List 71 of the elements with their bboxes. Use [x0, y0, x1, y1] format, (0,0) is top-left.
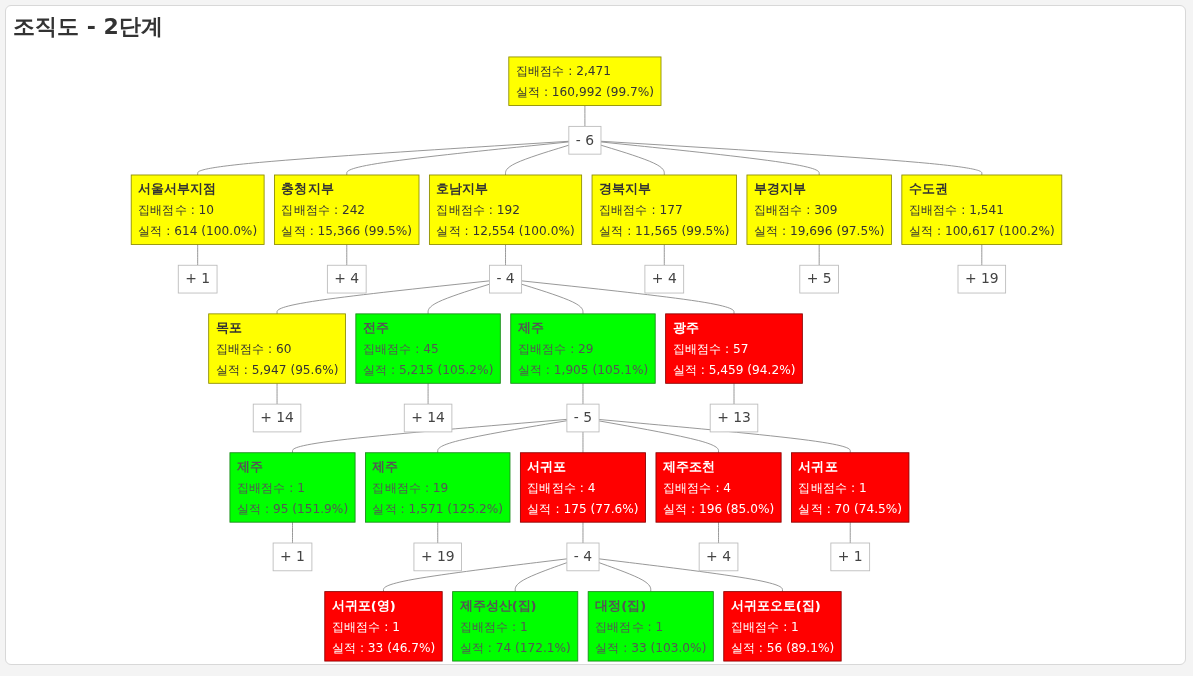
- connector: [437, 521, 439, 544]
- diagram-title: 조직도 - 2단계: [13, 13, 163, 41]
- node-box: + 5: [799, 264, 839, 294]
- connector: [346, 244, 348, 266]
- node-box: - 6: [568, 125, 602, 155]
- node-box: 서귀포 집배점수 : 1 실적 : 70 (74.5%): [791, 452, 910, 523]
- node-box: 제주 집배점수 : 1 실적 : 95 (151.9%): [229, 452, 356, 523]
- connector: [521, 280, 735, 315]
- node-box: 대정(집) 집배점수 : 1 실적 : 33 (103.0%): [587, 591, 714, 662]
- node-box: + 4: [326, 264, 367, 294]
- node-box: 광주 집배점수 : 57 실적 : 5,459 (94.2%): [665, 313, 803, 384]
- node-box: 서귀포 집배점수 : 4 실적 : 175 (77.6%): [519, 452, 646, 523]
- node-box: + 4: [644, 264, 685, 294]
- connector: [197, 244, 199, 266]
- connector: [818, 244, 820, 266]
- node-box: 서울서부지점 집배점수 : 10 실적 : 614 (100.0%): [130, 174, 265, 245]
- node-box: 집배점수 : 2,471 실적 : 160,992 (99.7%): [508, 56, 662, 106]
- node-box: 충청지부 집배점수 : 242 실적 : 15,366 (99.5%): [274, 174, 420, 245]
- node-box: 서귀포오토(집) 집배점수 : 1 실적 : 56 (89.1%): [723, 591, 842, 662]
- node-box: 호남지부 집배점수 : 192 실적 : 12,554 (100.0%): [429, 174, 583, 245]
- connector: [276, 382, 278, 405]
- node-box: 전주 집배점수 : 45 실적 : 5,215 (105.2%): [355, 313, 501, 384]
- connector: [718, 521, 719, 544]
- node-box: + 1: [177, 264, 218, 294]
- node-box: 수도권 집배점수 : 1,541 실적 : 100,617 (100.2%): [901, 174, 1063, 245]
- node-box: 제주조천 집배점수 : 4 실적 : 196 (85.0%): [655, 452, 782, 523]
- connector: [427, 283, 490, 315]
- node-box: 제주 집배점수 : 19 실적 : 1,571 (125.2%): [365, 452, 511, 523]
- connector: [582, 431, 584, 454]
- node-box: + 14: [403, 403, 453, 433]
- connector: [981, 244, 983, 266]
- node-box: + 19: [957, 264, 1007, 294]
- node-box: - 4: [566, 542, 600, 572]
- connector: [584, 105, 586, 127]
- node-box: + 4: [698, 542, 739, 572]
- connector: [197, 140, 570, 176]
- node-box: + 1: [272, 542, 313, 572]
- node-box: 제주 집배점수 : 29 실적 : 1,905 (105.1%): [510, 313, 656, 384]
- connector: [600, 140, 983, 176]
- node-box: - 4: [489, 264, 523, 294]
- connector: [383, 558, 568, 593]
- connector: [598, 419, 851, 454]
- node-box: + 1: [830, 542, 871, 572]
- node-box: 부경지부 집배점수 : 309 실적 : 19,696 (97.5%): [746, 174, 892, 245]
- node-box: 경북지부 집배점수 : 177 실적 : 11,565 (99.5%): [591, 174, 737, 245]
- connector: [505, 244, 506, 266]
- node-box: 제주성산(집) 집배점수 : 1 실적 : 74 (172.1%): [452, 591, 579, 662]
- connector: [598, 420, 719, 454]
- connector: [733, 382, 735, 405]
- connector: [505, 144, 570, 176]
- connector: [582, 382, 584, 405]
- connector: [600, 141, 820, 176]
- connector: [600, 144, 665, 176]
- connector: [346, 141, 570, 176]
- connector: [427, 382, 429, 405]
- connector: [514, 562, 568, 593]
- connector: [849, 521, 851, 544]
- connector: [276, 280, 490, 315]
- connector: [598, 562, 652, 593]
- connector: [521, 283, 584, 315]
- connector: [437, 420, 568, 454]
- node-box: + 13: [709, 403, 759, 433]
- connector: [598, 558, 783, 593]
- node-box: + 19: [413, 542, 462, 572]
- connector: [292, 521, 293, 544]
- connector: [663, 244, 665, 266]
- node-box: 서귀포(영) 집배점수 : 1 실적 : 33 (46.7%): [324, 591, 443, 662]
- node-box: + 14: [252, 403, 302, 433]
- node-box: 목포 집배점수 : 60 실적 : 5,947 (95.6%): [208, 313, 346, 384]
- node-box: - 5: [566, 403, 600, 433]
- connector: [582, 521, 584, 544]
